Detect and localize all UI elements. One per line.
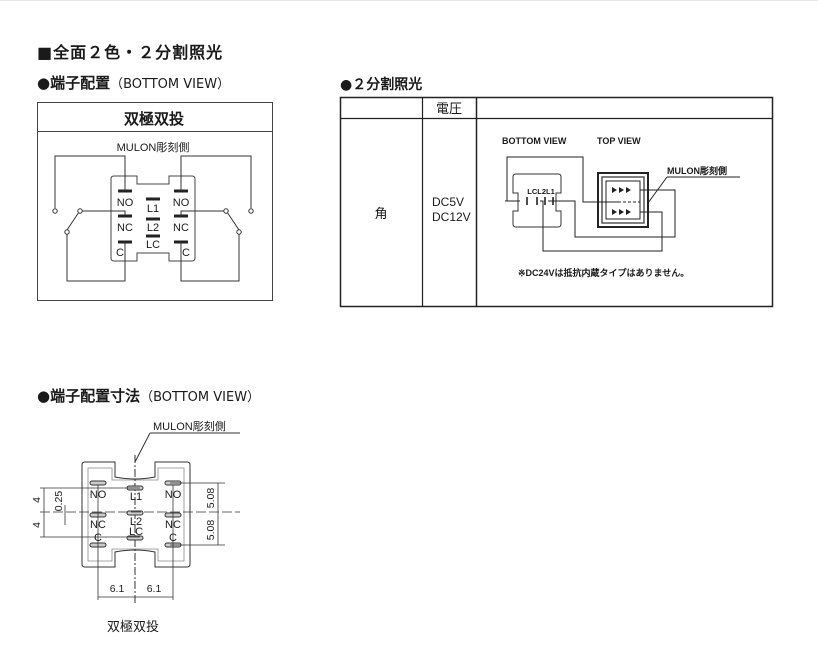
terminal-no-left: NO xyxy=(90,489,107,501)
terminal-no-right: NO xyxy=(165,489,182,501)
dimension-lines xyxy=(40,482,240,600)
terminal-c-left: C xyxy=(116,247,124,259)
bottom-view-label: BOTTOM VIEW xyxy=(502,136,567,146)
dim-right-upper: 5.08 xyxy=(205,488,217,509)
led-arrows xyxy=(612,187,631,215)
table-frame xyxy=(339,96,774,308)
heading-sub: （BOTTOM VIEW） xyxy=(110,77,231,92)
heading-sub: （BOTTOM VIEW） xyxy=(140,390,261,405)
dim-left-lower: 4 xyxy=(31,522,43,528)
switch-body xyxy=(110,175,196,262)
terminal-l1: L1 xyxy=(147,203,159,215)
wiring xyxy=(505,156,676,252)
terminal-nc-left: NC xyxy=(117,222,133,234)
engraving-label: MULON彫刻側 xyxy=(117,140,190,154)
terminal-c-right: C xyxy=(169,532,177,544)
left-pole-wiring xyxy=(52,155,126,282)
right-pole-wiring xyxy=(180,155,254,282)
dim-right-lower: 5.08 xyxy=(205,520,217,541)
terminal-no-left: NO xyxy=(117,197,134,209)
terminal-lc: LC xyxy=(146,239,160,251)
engraving-label: MULON彫刻側 xyxy=(153,419,226,433)
header-voltage: 電圧 xyxy=(436,101,462,116)
bottom-view-body xyxy=(512,173,562,228)
engraving-label: MULON彫刻側 xyxy=(667,165,727,176)
terminal-c-left: C xyxy=(94,532,102,544)
cell-voltage-5v: DC5V xyxy=(432,195,464,209)
terminal-c-right: C xyxy=(182,247,190,259)
terminal-nc-left: NC xyxy=(90,519,106,531)
top-view-label: TOP VIEW xyxy=(597,136,641,146)
switch-body xyxy=(81,461,191,568)
terminal-l1: L1 xyxy=(130,491,142,503)
top-view-body xyxy=(597,172,649,228)
heading-text: ●端子配置 xyxy=(37,74,111,92)
cell-shape: 角 xyxy=(374,206,387,221)
terminal-l2: L2 xyxy=(147,222,159,234)
terminal-nc-right: NC xyxy=(173,222,189,234)
section-terminal-dimensions-heading: ●端子配置寸法（BOTTOM VIEW） xyxy=(37,385,260,406)
section-terminal-layout-heading: ●端子配置（BOTTOM VIEW） xyxy=(37,72,230,93)
box-title: 双極双投 xyxy=(124,110,184,128)
terminal-labels: LCL2L1 xyxy=(527,187,555,196)
dim-bottom-left: 6.1 xyxy=(110,583,125,595)
wiring xyxy=(52,155,254,282)
top-divider xyxy=(0,0,818,1)
dim-left-upper: 4 xyxy=(31,497,43,503)
terminal-no-right: NO xyxy=(173,197,190,209)
dim-bottom-right: 6.1 xyxy=(147,583,162,595)
heading-text: ●端子配置寸法 xyxy=(37,387,141,405)
terminal-nc-right: NC xyxy=(165,519,181,531)
page-title: ■全面２色・２分割照光 xyxy=(37,43,224,62)
terminal-lc: LC xyxy=(129,526,143,538)
cell-voltage-12v: DC12V xyxy=(432,210,471,224)
caption: 双極双投 xyxy=(107,619,159,634)
dim-offset: 0.25 xyxy=(53,491,65,512)
note: ※DC24Vは抵抗内蔵タイプはありません。 xyxy=(518,267,689,278)
terminal-l2: L2 xyxy=(130,516,142,528)
diagram-frame xyxy=(37,102,273,301)
section-split-illumination-heading: ●２分割照光 xyxy=(340,77,423,93)
